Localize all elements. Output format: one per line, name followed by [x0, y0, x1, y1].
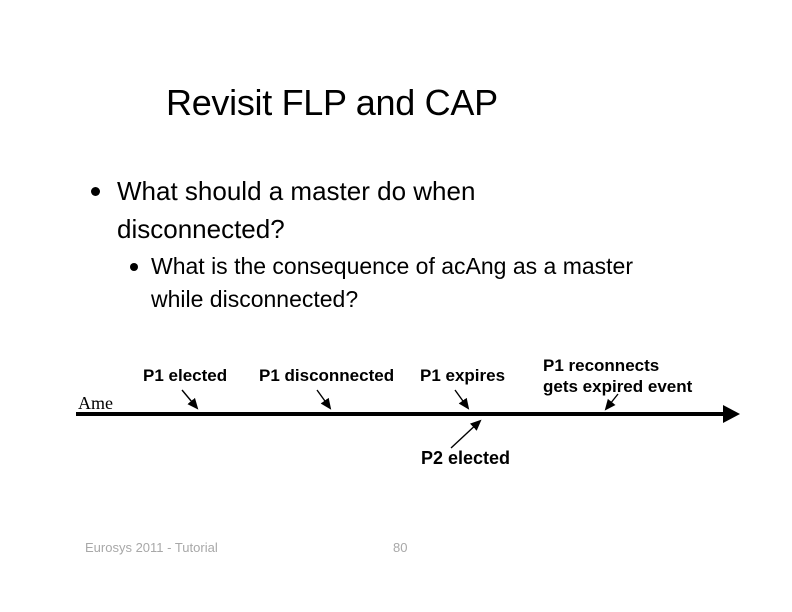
bullet-icon-level2: [130, 263, 138, 271]
connector-arrow-p1-disconnected-icon: [316, 389, 332, 410]
timeline-axis-line: [76, 412, 724, 416]
connector-arrow-p1-expires-icon: [454, 389, 470, 410]
timeline-label-p1-reconnects: P1 reconnects gets expired event: [543, 355, 692, 397]
timeline-label-p1-reconnects-line2: gets expired event: [543, 377, 693, 396]
bullet-level2: What is the consequence of acAng as a ma…: [151, 250, 633, 316]
bullet-level1-line2: disconnected?: [117, 214, 285, 244]
connector-arrow-p2-elected-icon: [450, 419, 482, 449]
slide-title: Revisit FLP and CAP: [166, 82, 498, 123]
timeline-label-p2-elected: P2 elected: [421, 448, 511, 468]
connector-arrow-p1-elected-icon: [181, 389, 199, 410]
footer-credit: Eurosys 2011 - Tutorial: [85, 540, 218, 555]
bullet-icon-level1: [91, 187, 100, 196]
page-number: 80: [393, 540, 408, 555]
timeline-label-p1-elected: P1 elected: [143, 366, 228, 385]
bullet-level2-line1: What is the consequence of acAng as a ma…: [151, 253, 633, 279]
timeline-label-p1-expires: P1 expires: [420, 366, 506, 385]
bullet-level1: What should a master do when disconnecte…: [117, 172, 475, 248]
bullet-level1-line1: What should a master do when: [117, 176, 476, 206]
timeline-axis-caption: Ame: [78, 393, 113, 413]
timeline-axis-arrowhead-icon: [723, 405, 740, 423]
timeline-label-p1-reconnects-line1: P1 reconnects: [543, 356, 660, 375]
bullet-level2-line2: while disconnected?: [151, 286, 359, 312]
timeline-label-p1-disconnected: P1 disconnected: [259, 366, 395, 385]
